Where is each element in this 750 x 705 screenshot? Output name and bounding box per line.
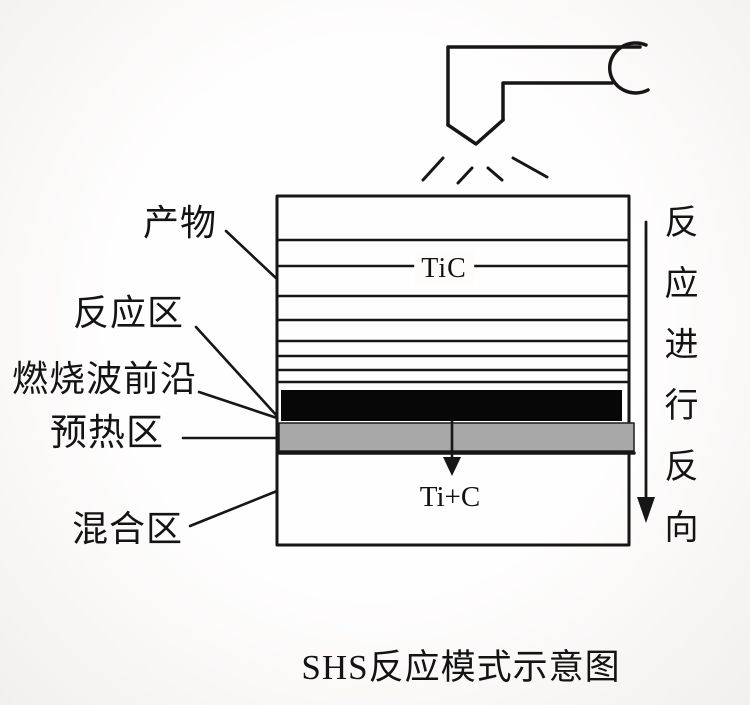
spark-lines-icon <box>421 156 549 185</box>
reaction-direction-label: 反应进行反向 <box>659 204 697 570</box>
reaction-direction-arrow <box>637 220 655 523</box>
leader-line-reaction-zone <box>194 325 279 418</box>
product-formula: TiC <box>414 253 474 285</box>
preheat-zone-band <box>278 422 635 452</box>
feed-arrow <box>443 419 461 476</box>
label-preheat-zone: 预热区 <box>50 412 164 453</box>
label-reaction-zone: 反应区 <box>73 292 185 333</box>
label-combustion-wave-front: 燃烧波前沿 <box>12 358 198 399</box>
leader-line-combustion-wave-front <box>197 390 279 420</box>
reaction-zone-band <box>281 390 622 421</box>
label-product: 产物 <box>143 202 218 243</box>
leader-line-mixing-zone <box>188 489 279 528</box>
product-layer-lines <box>277 238 629 384</box>
reactant-formula: Ti+C <box>419 481 481 513</box>
ignition-torch-icon <box>446 41 650 146</box>
torch-handle-circle <box>607 41 650 95</box>
leader-lines <box>181 229 279 528</box>
diagram-caption: SHS反应模式示意图 <box>301 648 621 687</box>
label-mixing-zone: 混合区 <box>72 508 184 549</box>
leader-line-product <box>224 229 279 281</box>
sample-box <box>275 194 631 547</box>
